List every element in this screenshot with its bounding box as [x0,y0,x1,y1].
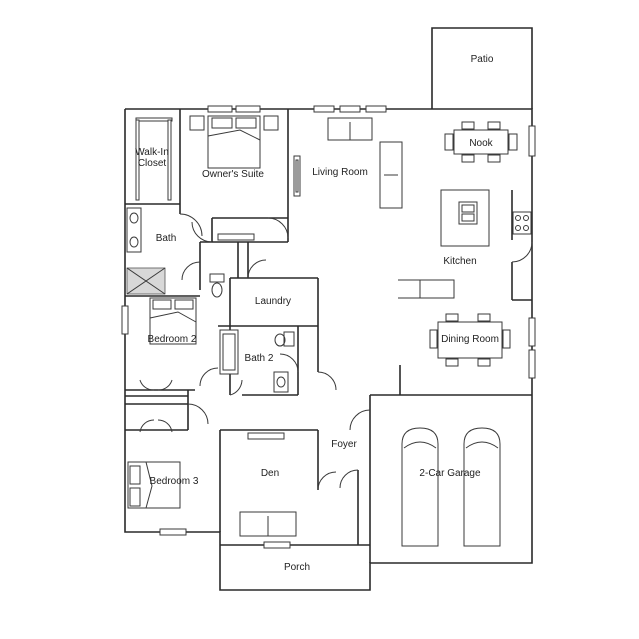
label-laundry: Laundry [255,296,291,307]
label-living-room: Living Room [312,167,368,178]
room-labels: Patio Walk-In Closet Owner's Suite Livin… [135,54,499,573]
label-bedroom-2: Bedroom 2 [148,334,197,345]
label-nook: Nook [469,138,493,149]
doors [139,213,533,491]
label-foyer: Foyer [331,439,357,450]
label-porch: Porch [284,562,310,573]
label-garage: 2-Car Garage [419,468,481,479]
label-kitchen: Kitchen [443,256,476,267]
label-walk-in-closet-1: Walk-In [135,147,169,158]
label-owners-suite: Owner's Suite [202,169,264,180]
label-bath: Bath [156,233,177,244]
label-patio: Patio [471,54,494,65]
label-bath-2: Bath 2 [245,353,274,364]
label-bedroom-3: Bedroom 3 [150,476,199,487]
label-den: Den [261,468,279,479]
furniture [126,115,532,547]
label-walk-in-closet-2: Closet [138,158,167,169]
label-dining-room: Dining Room [441,334,499,345]
exterior-walls [124,27,533,591]
windows [121,105,536,549]
